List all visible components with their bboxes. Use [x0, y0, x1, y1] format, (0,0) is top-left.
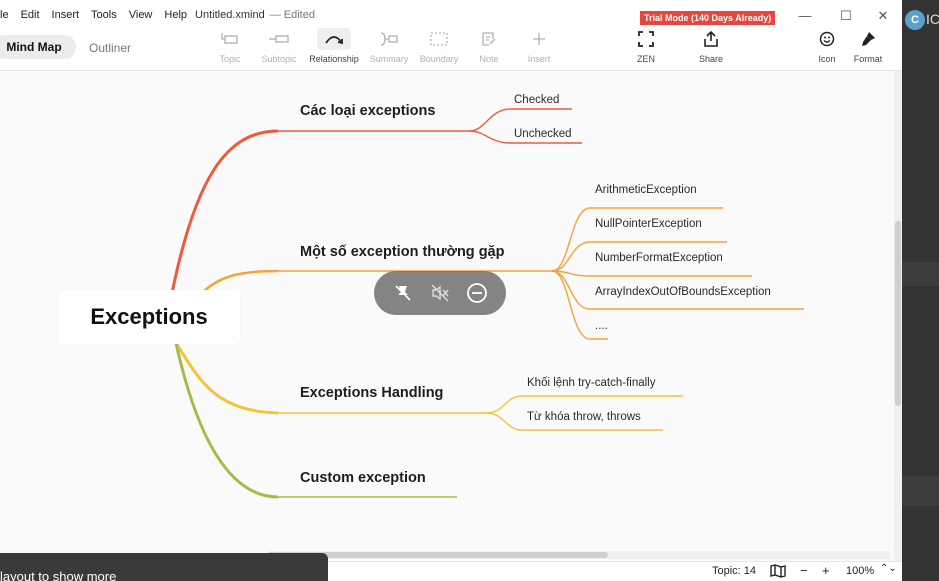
topic-button[interactable]: Topic: [204, 28, 256, 64]
zoom-stepper-icon[interactable]: ⌃⌄: [880, 563, 897, 574]
branch-line-1: [170, 129, 279, 294]
topic-exceptions-handling[interactable]: Exceptions Handling: [300, 385, 444, 401]
zoom-level[interactable]: 100%: [846, 565, 875, 577]
subtopic-button[interactable]: Subtopic: [253, 28, 305, 64]
topic-mot-so-exception[interactable]: Một số exception thường gặp: [300, 244, 505, 260]
minimize-button[interactable]: —: [798, 8, 812, 23]
sub-connector-2-4: [551, 270, 804, 310]
background-window-strip: C IC: [902, 0, 939, 581]
insert-button[interactable]: Insert: [513, 28, 565, 64]
share-button[interactable]: Share: [685, 28, 737, 64]
subtopic-icon: [268, 34, 290, 44]
tab-mind-map[interactable]: Mind Map: [0, 35, 76, 59]
menu-edit[interactable]: Edit: [20, 9, 40, 21]
floating-controls: [374, 271, 506, 315]
topic-cac-loai-exceptions[interactable]: Các loại exceptions: [300, 103, 436, 119]
summary-icon: [379, 32, 399, 46]
subtopic-array-index-exception[interactable]: ArrayIndexOutOfBoundsException: [595, 286, 771, 298]
boundary-icon: [430, 32, 448, 46]
branch-line-3: [174, 342, 279, 415]
horizontal-scroll-thumb[interactable]: [268, 552, 608, 558]
map-outline-icon[interactable]: [770, 564, 786, 581]
side-label: IC: [926, 11, 939, 27]
topic-custom-exception[interactable]: Custom exception: [300, 470, 426, 486]
toolbar: Mind Map Outliner Topic Subtopic Relatio…: [0, 26, 902, 71]
close-button[interactable]: ✕: [877, 8, 889, 23]
branch-line-4: [174, 342, 279, 499]
tab-outliner[interactable]: Outliner: [89, 41, 132, 55]
brush-icon: [860, 31, 876, 47]
subtopic-throw-throws[interactable]: Từ khóa throw, throws: [527, 411, 641, 423]
topic-count: Topic: 14: [712, 565, 757, 577]
maximize-button[interactable]: ☐: [840, 8, 852, 23]
relationship-icon: [324, 33, 344, 45]
smiley-icon: [819, 31, 835, 47]
menu-file[interactable]: le: [0, 9, 9, 21]
central-topic[interactable]: Exceptions: [58, 290, 240, 344]
topic-icon: [221, 32, 239, 46]
zen-button[interactable]: ZEN: [620, 28, 672, 64]
sub-connector-1-2: [469, 130, 582, 144]
menu-insert[interactable]: Insert: [51, 9, 80, 21]
side-band: [902, 476, 939, 506]
subtopic-checked[interactable]: Checked: [514, 94, 560, 106]
subtopic-null-pointer-exception[interactable]: NullPointerException: [595, 218, 702, 230]
boundary-button[interactable]: Boundary: [413, 28, 465, 64]
subtopic-arithmetic-exception[interactable]: ArithmeticException: [595, 184, 697, 196]
horizontal-scrollbar[interactable]: [268, 551, 890, 559]
menu-tools[interactable]: Tools: [91, 9, 117, 21]
menu-view[interactable]: View: [128, 9, 153, 21]
relationship-button[interactable]: Relationship: [308, 28, 360, 64]
xmind-window: le Edit Insert Tools View Help Untitled.…: [0, 0, 902, 581]
subtopic-try-catch-finally[interactable]: Khối lệnh try-catch-finally: [527, 377, 656, 389]
document-status: — Edited: [269, 9, 315, 21]
sub-connector-1-1: [469, 108, 572, 132]
zoom-out-button[interactable]: −: [800, 563, 808, 578]
vertical-scroll-thumb[interactable]: [895, 221, 901, 406]
trial-mode-badge[interactable]: Trial Mode (140 Days Already): [640, 11, 776, 25]
zoom-in-button[interactable]: +: [822, 563, 830, 578]
subtopic-ellipsis[interactable]: ....: [595, 320, 608, 332]
side-band: [902, 262, 939, 286]
document-title: Untitled.xmind: [195, 9, 265, 21]
minus-circle-icon[interactable]: [464, 280, 490, 306]
mute-icon[interactable]: [427, 280, 453, 306]
sub-connector-3-1: [485, 395, 683, 414]
format-button[interactable]: Format: [842, 28, 894, 64]
sub-connector-2-2: [551, 241, 727, 272]
share-icon: [703, 31, 719, 47]
sub-connector-3-2: [485, 412, 663, 431]
toolbar-divider: [0, 70, 902, 71]
note-button[interactable]: Note: [463, 28, 515, 64]
subtopic-unchecked[interactable]: Unchecked: [514, 128, 572, 140]
menu-help[interactable]: Help: [164, 9, 188, 21]
pin-off-icon[interactable]: [390, 280, 416, 306]
vertical-scrollbar[interactable]: [894, 71, 902, 561]
note-icon: [481, 31, 497, 47]
icon-button[interactable]: Icon: [801, 28, 853, 64]
subtopic-number-format-exception[interactable]: NumberFormatException: [595, 252, 723, 264]
summary-button[interactable]: Summary: [363, 28, 415, 64]
sub-connector-2-5: [551, 270, 608, 340]
mind-map-canvas[interactable]: Exceptions Các loại exceptions Một số ex…: [0, 71, 902, 561]
branch-lines: [170, 108, 804, 499]
branch-line-2: [199, 269, 279, 296]
toast-notification: layout to show more: [0, 553, 328, 581]
plus-icon: [532, 32, 546, 46]
fullscreen-icon: [638, 31, 654, 47]
sub-connector-2-1: [551, 207, 723, 272]
app-badge-icon: C: [905, 10, 925, 30]
sub-connector-2-3: [551, 270, 752, 277]
